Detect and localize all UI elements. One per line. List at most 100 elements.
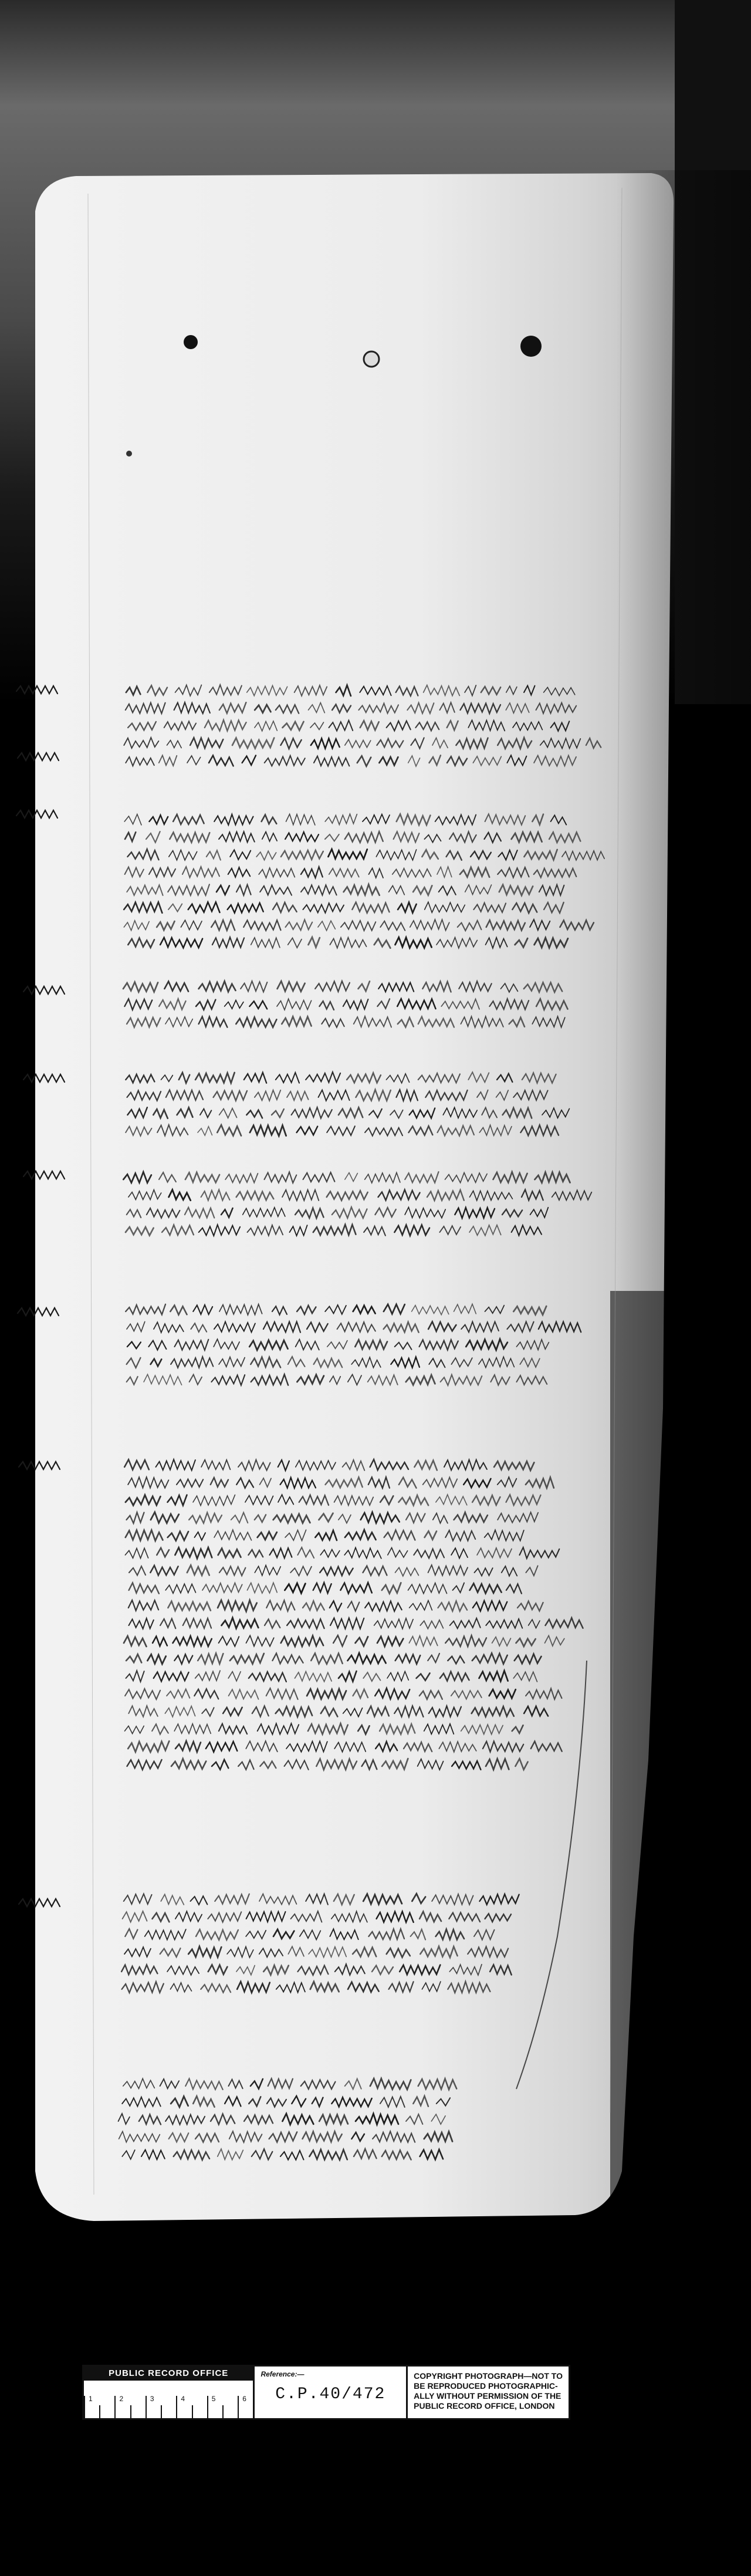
script-word-mark bbox=[369, 2076, 412, 2092]
script-word-mark bbox=[408, 1124, 434, 1137]
script-word-mark bbox=[184, 1170, 221, 1185]
script-word-mark bbox=[398, 1963, 441, 1977]
script-word-mark bbox=[510, 1223, 542, 1238]
script-word-mark bbox=[468, 1071, 490, 1084]
script-word-mark bbox=[127, 1739, 170, 1754]
script-word-mark bbox=[439, 1372, 483, 1387]
script-word-mark bbox=[431, 2113, 446, 2125]
script-word-mark bbox=[125, 755, 155, 768]
label-ruler-section: PUBLIC RECORD OFFICE 1 2 3 4 5 6 bbox=[84, 2367, 255, 2418]
script-word-mark bbox=[324, 1475, 363, 1490]
script-word-mark bbox=[295, 1338, 320, 1351]
script-word-mark bbox=[184, 1206, 215, 1220]
script-word-mark bbox=[222, 1706, 243, 1718]
script-word-mark bbox=[418, 1338, 459, 1352]
script-word-mark bbox=[427, 1320, 457, 1334]
script-word-mark bbox=[398, 1493, 429, 1507]
script-word-mark bbox=[329, 1599, 343, 1613]
script-word-mark bbox=[324, 812, 358, 826]
script-word-mark bbox=[388, 1980, 414, 1994]
script-word-mark bbox=[159, 1947, 181, 1959]
script-word-mark bbox=[280, 848, 324, 862]
script-word-mark bbox=[124, 1547, 149, 1560]
margin-note-mark bbox=[16, 751, 60, 762]
script-word-mark bbox=[246, 684, 288, 697]
script-word-mark bbox=[337, 1669, 357, 1684]
script-word-mark bbox=[516, 1338, 550, 1351]
script-word-mark bbox=[302, 901, 344, 915]
script-word-mark bbox=[225, 1172, 259, 1185]
script-word-mark bbox=[201, 1458, 231, 1471]
script-word-mark bbox=[328, 719, 354, 732]
script-word-mark bbox=[419, 2147, 444, 2162]
script-word-mark bbox=[437, 1599, 468, 1613]
script-word-mark bbox=[447, 1654, 465, 1665]
script-word-mark bbox=[496, 735, 533, 751]
script-word-mark bbox=[148, 1339, 167, 1352]
script-word-mark bbox=[174, 1739, 202, 1754]
ruling-lines bbox=[87, 187, 623, 2195]
script-word-mark bbox=[491, 1635, 512, 1648]
script-word-mark bbox=[501, 1208, 523, 1219]
script-word-mark bbox=[351, 2131, 366, 2143]
script-word-mark bbox=[410, 1928, 427, 1941]
script-word-mark bbox=[272, 1651, 304, 1666]
script-word-mark bbox=[305, 1892, 329, 1905]
script-word-mark bbox=[241, 755, 257, 767]
script-word-mark bbox=[451, 1759, 482, 1771]
stitch-hole bbox=[363, 350, 380, 368]
script-word-mark bbox=[510, 830, 543, 844]
script-word-mark bbox=[317, 919, 336, 932]
script-word-mark bbox=[404, 1171, 439, 1185]
script-word-mark bbox=[376, 1909, 414, 1925]
script-word-mark bbox=[459, 865, 490, 879]
script-word-mark bbox=[451, 1357, 473, 1368]
script-word-mark bbox=[500, 982, 519, 993]
script-word-mark bbox=[498, 883, 534, 898]
script-word-mark bbox=[125, 1072, 155, 1085]
script-word-mark bbox=[551, 1188, 593, 1202]
script-word-mark bbox=[170, 2094, 189, 2110]
script-word-mark bbox=[190, 1322, 208, 1334]
script-word-mark bbox=[476, 1089, 489, 1101]
margin-note-mark bbox=[15, 684, 59, 695]
script-word-mark bbox=[259, 1477, 272, 1489]
script-word-mark bbox=[490, 1373, 510, 1387]
script-word-mark bbox=[246, 1223, 284, 1238]
script-word-mark bbox=[125, 1303, 167, 1317]
script-word-mark bbox=[351, 1945, 377, 1959]
script-word-mark bbox=[506, 753, 527, 767]
script-word-mark bbox=[383, 1302, 406, 1316]
script-word-mark bbox=[297, 1963, 329, 1977]
script-word-mark bbox=[123, 1892, 153, 1906]
script-word-mark bbox=[188, 1510, 223, 1525]
script-word-mark bbox=[374, 1686, 411, 1701]
script-word-mark bbox=[124, 1225, 154, 1238]
script-word-mark bbox=[198, 1015, 228, 1029]
script-word-mark bbox=[226, 1945, 254, 1959]
script-word-mark bbox=[290, 1565, 312, 1577]
script-word-mark bbox=[489, 1963, 512, 1976]
script-word-mark bbox=[187, 900, 221, 915]
script-word-mark bbox=[417, 1757, 444, 1772]
script-word-mark bbox=[361, 1758, 378, 1772]
script-word-mark bbox=[417, 1071, 461, 1084]
script-word-mark bbox=[312, 1580, 332, 1595]
script-word-mark bbox=[296, 1303, 317, 1316]
script-word-mark bbox=[159, 935, 204, 950]
script-word-mark bbox=[158, 996, 187, 1012]
script-word-mark bbox=[444, 1458, 488, 1472]
script-word-mark bbox=[397, 900, 417, 915]
script-word-mark bbox=[544, 1634, 565, 1648]
script-word-mark bbox=[407, 1581, 448, 1595]
script-word-mark bbox=[141, 2148, 165, 2161]
script-word-mark bbox=[155, 1458, 196, 1472]
script-word-mark bbox=[364, 1171, 401, 1185]
script-word-mark bbox=[246, 1581, 278, 1595]
script-word-mark bbox=[272, 1928, 295, 1941]
script-word-mark bbox=[271, 1304, 288, 1317]
script-word-mark bbox=[261, 830, 278, 843]
script-word-mark bbox=[249, 1123, 287, 1138]
script-word-mark bbox=[207, 1911, 242, 1924]
